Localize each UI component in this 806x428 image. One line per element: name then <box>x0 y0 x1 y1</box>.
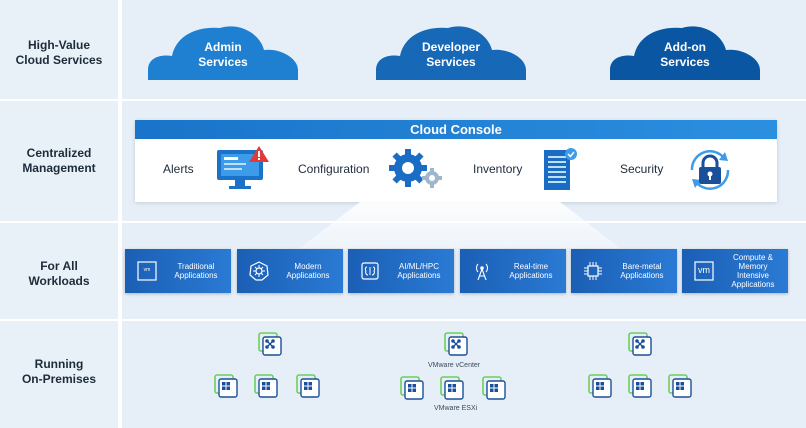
row-divider <box>0 319 806 321</box>
vm-icon-text: vm <box>698 265 710 275</box>
feature-security-label: Security <box>620 162 664 176</box>
cloud-shape <box>610 26 760 80</box>
cloud-label: Developer Services <box>421 40 481 69</box>
workload-traditional-applications: vm Traditional Applications <box>125 249 231 293</box>
cloud-admin-services: Admin Services <box>148 20 298 80</box>
feature-inventory-label: Inventory <box>473 162 523 176</box>
padlock-refresh-icon <box>684 144 736 196</box>
workload-real-time-applications: Real-time Applications <box>460 249 566 293</box>
workload-modern-applications: Modern Applications <box>237 249 343 293</box>
row-label-workloads: For All Workloads <box>28 259 90 288</box>
row-label-centralized-management: Centralized Management <box>22 146 96 175</box>
workload-label: Compute & Memory Intensive Applications <box>731 253 775 289</box>
workload-label: Real-time Applications <box>509 262 553 280</box>
esxi-host-icon <box>628 374 652 398</box>
cloud-shape <box>376 26 526 80</box>
workload-ai-ml-hpc-applications: AI/ML/HPC Applications <box>348 249 454 293</box>
workload-label: Modern Applications <box>286 262 330 280</box>
column-divider <box>118 0 122 428</box>
alert-monitor-icon <box>215 146 271 192</box>
cloud-addon-services: Add-on Services <box>610 20 760 80</box>
row-label-on-premises: Running On-Premises <box>21 357 97 386</box>
esxi-host-icon <box>400 376 424 400</box>
document-list-icon <box>540 148 580 192</box>
label-column <box>0 0 118 428</box>
workload-label: AI/ML/HPC Applications <box>397 262 441 280</box>
vcenter-network-icon <box>628 332 652 356</box>
kubernetes-helm-icon <box>249 261 269 281</box>
esxi-host-icon <box>668 374 692 398</box>
cloud-console-title: Cloud Console <box>135 120 777 139</box>
esxi-host-icon <box>254 374 278 398</box>
row-label-cloud-services: High-Value Cloud Services <box>15 38 103 67</box>
cloud-developer-services: Developer Services <box>376 20 526 80</box>
esxi-host-icon <box>214 374 238 398</box>
cloud-label: Add-on Services <box>660 40 710 69</box>
esxi-caption: VMware ESXi <box>434 405 478 412</box>
chip-icon <box>583 261 603 281</box>
esxi-host-icon <box>440 376 464 400</box>
workload-bare-metal-applications: Bare-metal Applications <box>571 249 677 293</box>
gears-icon <box>388 146 444 192</box>
vcenter-network-icon <box>444 332 468 356</box>
feature-configuration-label: Configuration <box>298 162 370 176</box>
workload-label: Bare-metal Applications <box>620 262 664 280</box>
vm-box-icon: vm <box>694 261 714 281</box>
workload-label: Traditional Applications <box>174 262 218 280</box>
feature-alerts-label: Alerts <box>163 162 194 176</box>
esxi-host-icon <box>296 374 320 398</box>
brain-chip-icon <box>360 261 380 281</box>
esxi-host-icon <box>482 376 506 400</box>
esxi-host-icon <box>588 374 612 398</box>
workload-compute-memory-intensive-applications: vm Compute & Memory Intensive Applicatio… <box>682 249 788 293</box>
console-beam <box>300 202 620 248</box>
vcenter-network-icon <box>258 332 282 356</box>
server-box-icon: vm <box>137 261 157 281</box>
vcenter-caption: VMware vCenter <box>428 362 481 369</box>
cloud-label: Admin Services <box>198 40 248 69</box>
cloud-shape <box>148 26 298 80</box>
vm-icon-text: vm <box>143 267 151 273</box>
row-divider <box>0 99 806 101</box>
radio-tower-icon <box>472 261 492 281</box>
